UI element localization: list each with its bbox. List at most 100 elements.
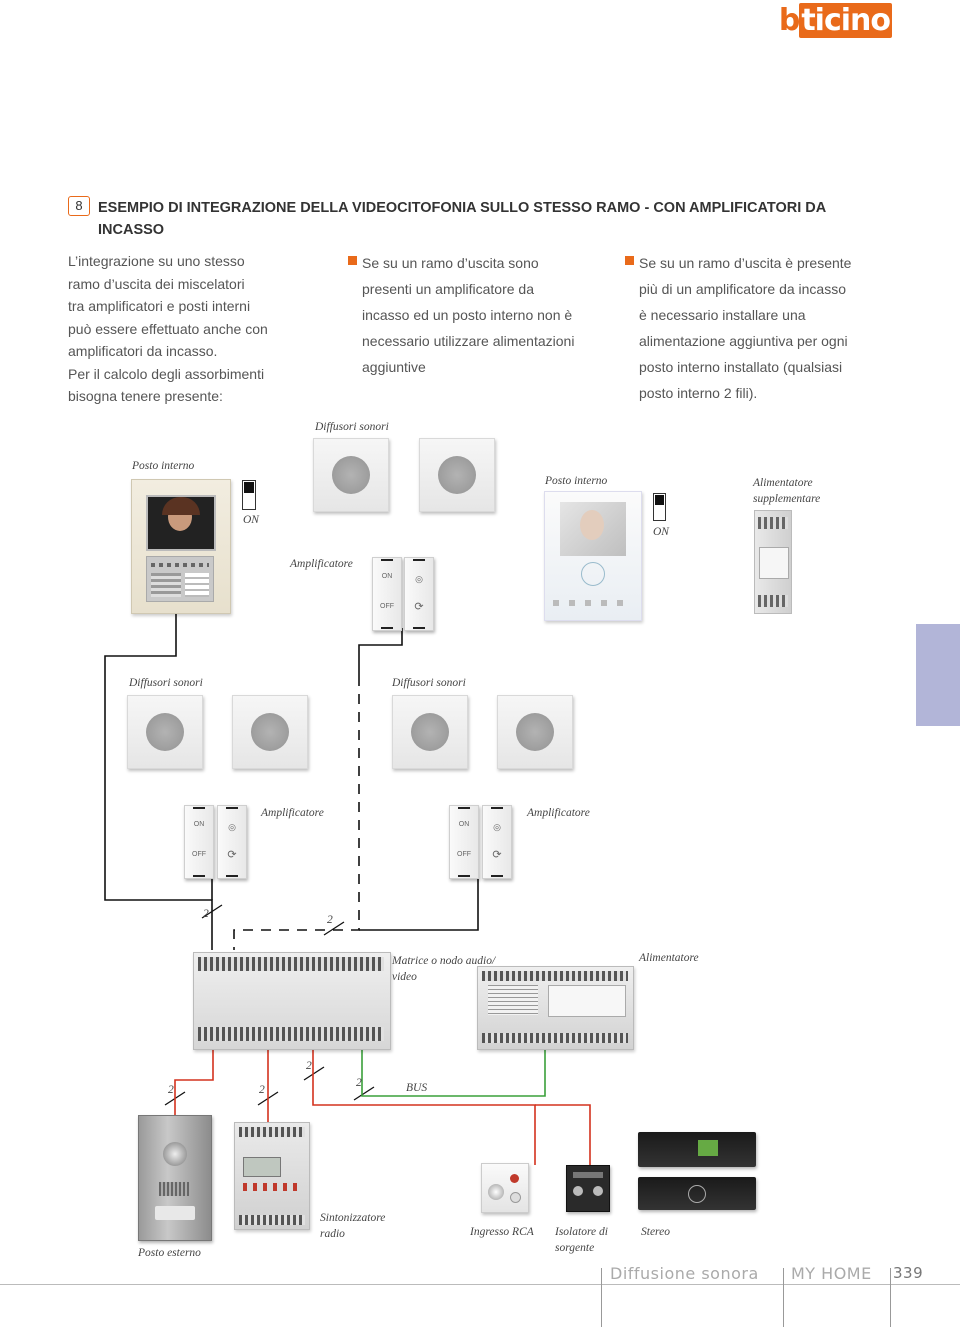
label-posto-interno-1: Posto interno (132, 460, 195, 472)
bullet1-line: Se su un ramo d’uscita sono (362, 255, 539, 271)
section-number: 8 (68, 196, 90, 216)
bullet1-line: presenti un amplificatore da (362, 281, 534, 297)
label-line: Isolatore di (555, 1226, 608, 1238)
label-amplificatore-mid: Amplificatore (527, 807, 590, 819)
wire-red-isolator (535, 1104, 591, 1165)
camera-icon (163, 1142, 187, 1166)
speaker-grill-icon (516, 713, 554, 751)
speaker-grill-icon (438, 456, 476, 494)
label-amplificatore-top: Amplificatore (290, 558, 353, 570)
footer-brand: MY HOME (791, 1264, 872, 1283)
label-alimentatore-supplementare: Alimentatore supplementare (753, 475, 820, 507)
posto-interno-1-device (131, 479, 231, 614)
label-two: 2 (306, 1060, 312, 1072)
bullet1-line: incasso ed un posto interno non è (362, 307, 573, 323)
label-diffusori-left: Diffusori sonori (129, 677, 203, 689)
intro-paragraph: L’integrazione su uno stesso ramo d’usci… (68, 250, 298, 408)
section-title: ESEMPIO DI INTEGRAZIONE DELLA VIDEOCITOF… (98, 200, 826, 238)
intro-line: amplificatori da incasso. (68, 343, 218, 359)
isolatore-device (566, 1165, 610, 1212)
intro-line: tra amplificatori e posti interni (68, 298, 251, 314)
bullet-square (625, 256, 634, 265)
amp-off-label: OFF (457, 851, 471, 858)
video-screen (560, 502, 626, 556)
amp-on-label: ON (193, 821, 205, 828)
speaker (419, 438, 495, 512)
switch-icon (242, 480, 256, 510)
bullet2-line: più di un amplificatore da incasso (639, 281, 847, 297)
video-screen (146, 495, 216, 551)
alimentatore-device (477, 966, 634, 1050)
volume-icon: ◎ (415, 574, 423, 584)
rca-jack-icon (488, 1184, 504, 1200)
speaker (497, 695, 573, 769)
call-button (155, 1206, 195, 1220)
speaker-grill-icon (146, 713, 184, 751)
wire-left-branch (104, 612, 213, 950)
amp-off-label: OFF (192, 851, 206, 858)
speaker (313, 438, 389, 512)
speaker-grill-icon (411, 713, 449, 751)
bticino-logo: bticino (779, 3, 892, 38)
wire-mid-amp (359, 875, 479, 931)
side-tab (916, 624, 960, 726)
footer-separator (890, 1268, 891, 1327)
label-alimentatore: Alimentatore (639, 952, 699, 964)
keypad (146, 556, 214, 602)
label-line: sorgente (555, 1242, 595, 1254)
label-line: video (392, 971, 417, 983)
logo-b: b (778, 3, 801, 38)
bullet2-line: posto interno installato (qualsiasi (639, 359, 843, 375)
label-on-2: ON (653, 526, 669, 538)
intro-line: può essere effettuato anche con (68, 320, 268, 337)
wire-green-bus (361, 1048, 546, 1097)
bullet1-paragraph: Se su un ramo d’uscita sono presenti un … (362, 250, 602, 380)
wire-top-amp (358, 628, 403, 676)
label-two: 2 (356, 1077, 362, 1089)
volume-icon: ◎ (493, 822, 501, 832)
bullet2-paragraph: Se su un ramo d’uscita è presente più di… (639, 250, 899, 406)
logo-ticino: ticino (799, 3, 892, 38)
label-stereo: Stereo (641, 1226, 670, 1238)
label-isolatore: Isolatore di sorgente (555, 1224, 608, 1256)
amplifier-module-left: ON OFF (184, 805, 214, 879)
label-on-1: ON (243, 514, 259, 526)
label-matrice: Matrice o nodo audio/ video (392, 953, 495, 985)
label-amplificatore-left: Amplificatore (261, 807, 324, 819)
speaker (392, 695, 468, 769)
label-posto-interno-2: Posto interno (545, 475, 608, 487)
cycle-icon: ⟳ (492, 849, 502, 861)
sintonizzatore-device (234, 1122, 310, 1230)
tuner-display (243, 1157, 281, 1177)
page-number: 339 (893, 1264, 924, 1282)
volume-icon: ◎ (228, 822, 236, 832)
amp-on-label: ON (458, 821, 470, 828)
label-diffusori-top: Diffusori sonori (315, 421, 389, 433)
wire-dashed (233, 676, 360, 950)
label-line: supplementare (753, 493, 821, 505)
intro-line: bisogna tenere presente: (68, 388, 223, 404)
posto-esterno-device (138, 1115, 212, 1241)
amp-off-label: OFF (380, 603, 394, 610)
footer-line (0, 1284, 960, 1285)
footer-section: Diffusione sonora (610, 1264, 759, 1283)
intro-line: ramo d’uscita dei miscelatori (68, 275, 245, 292)
label-bus: BUS (406, 1082, 428, 1094)
nav-buttons (581, 562, 605, 586)
alimentatore-supplementare-device (754, 510, 792, 614)
speaker (232, 695, 308, 769)
green-wires (361, 1048, 546, 1097)
bullet2-line: posto interno 2 fili). (639, 385, 758, 401)
stereo-unit-bottom (638, 1177, 756, 1210)
label-line: radio (320, 1228, 345, 1240)
speaker-grill-icon (332, 456, 370, 494)
footer-separator (601, 1268, 602, 1327)
label-two: 2 (168, 1084, 174, 1096)
amplifier-module-right: ◎ ⟳ (482, 805, 512, 879)
cycle-icon: ⟳ (227, 849, 237, 861)
label-line: Alimentatore (753, 477, 813, 489)
rca-red-icon (510, 1174, 519, 1183)
bullet2-line: Se su un ramo d’uscita è presente (639, 255, 852, 271)
label-two: 2 (327, 914, 333, 926)
